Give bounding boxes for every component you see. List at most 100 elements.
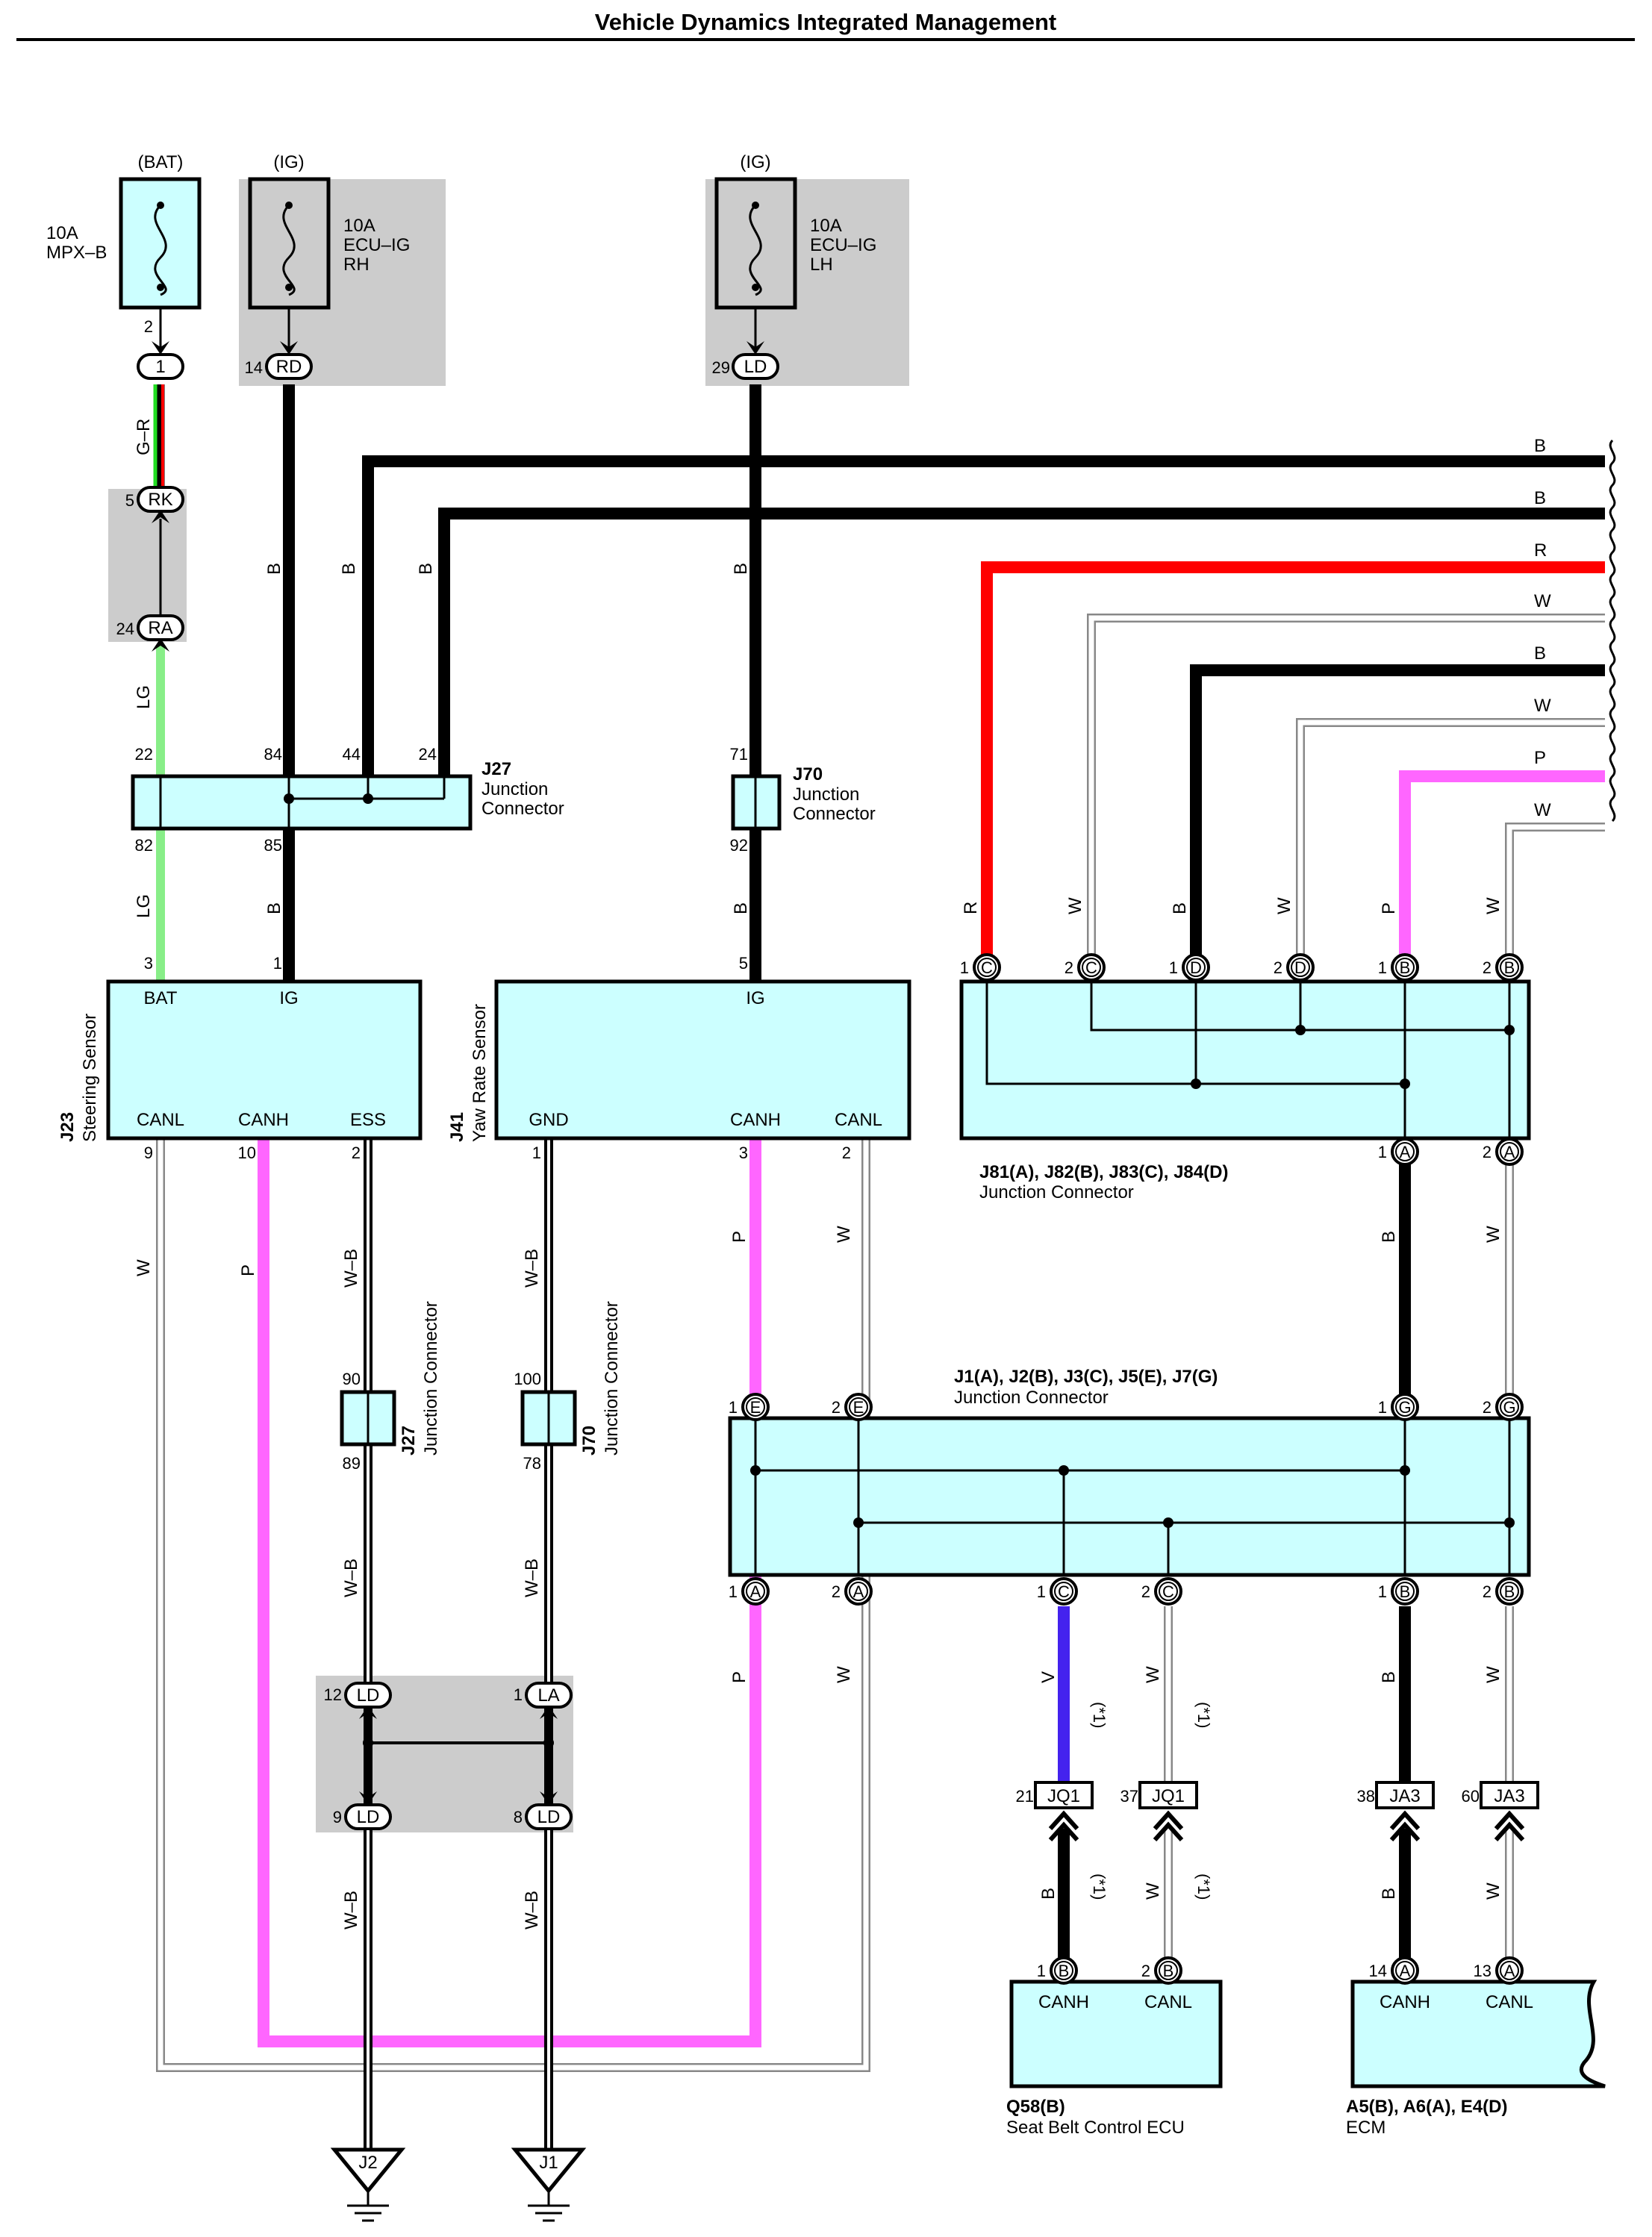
term-j1-a1: A xyxy=(741,1577,770,1606)
j81-junction-connector: J81(A), J82(B), J83(C), J84(D) Junction … xyxy=(959,979,1531,1202)
j41-yaw-rate-sensor: IG GND CANH CANL J41 Yaw Rate Sensor xyxy=(447,979,911,1142)
pin-2-a-j1: 2 xyxy=(832,1582,841,1601)
pin-1-b-j2: 1 xyxy=(1378,1582,1387,1601)
pin-24-ra: 24 xyxy=(116,620,134,638)
pin-29-ld: 29 xyxy=(712,358,730,377)
pill-rd: RD xyxy=(265,341,313,380)
pill-ld3-label: LD xyxy=(357,1807,380,1827)
j1-lower-labels: V (*1) W (*1) B W B (*1) W (*1) B W xyxy=(1038,1666,1503,1900)
term-j82-b1-label: B xyxy=(1400,958,1411,977)
wire-white-d2 xyxy=(1296,718,1605,963)
pin-24-j27: 24 xyxy=(419,745,437,764)
term-ecm-a13: A xyxy=(1495,1956,1524,1985)
term-j84-d2: D xyxy=(1286,953,1315,982)
j1-name: Junction Connector xyxy=(954,1388,1109,1408)
ground-j1: J1 xyxy=(511,2147,587,2222)
term-j82-b2: B xyxy=(1495,953,1524,982)
term-j83-c1-label: C xyxy=(981,958,993,977)
term-j7-g1-label: G xyxy=(1398,1398,1411,1417)
pin-1-c: 1 xyxy=(960,958,969,977)
wire-label-w-d2: W xyxy=(1274,897,1294,914)
pill-rk: RK xyxy=(137,486,184,523)
term-j2-b2-label: B xyxy=(1504,1582,1515,1601)
j41-pin-canh: CANH xyxy=(730,1110,781,1130)
term-j1-a2-label: A xyxy=(853,1582,864,1601)
pin-2-q58: 2 xyxy=(1141,1962,1150,1980)
fuse-lh-name: ECU–IG xyxy=(810,235,876,255)
ecm-component: CANH CANL A5(B), A6(A), E4(D) ECM xyxy=(1346,1979,1606,2138)
j27-id: J27 xyxy=(481,759,511,779)
term-j3-c1: C xyxy=(1050,1577,1078,1606)
pin-100-j70v: 100 xyxy=(514,1370,541,1388)
wire-pink-b1 xyxy=(1399,770,1605,963)
pin-1-c-j3: 1 xyxy=(1037,1582,1046,1601)
wire-label-r: R xyxy=(1534,540,1547,561)
term-q58-b2-label: B xyxy=(1163,1962,1174,1980)
j70v-id: J70 xyxy=(579,1426,599,1456)
pin-1-q58: 1 xyxy=(1037,1962,1046,1980)
pin-2-j41: 2 xyxy=(842,1144,851,1162)
j23-id: J23 xyxy=(57,1112,78,1142)
shade-box-ecu-lh xyxy=(705,179,909,386)
wire-label-b-j27: B xyxy=(264,902,284,914)
wire-label-wb-1: W–B xyxy=(341,1249,361,1288)
j23-pin-ig: IG xyxy=(279,988,298,1008)
pill-ld2-label: LD xyxy=(357,1685,380,1706)
pin-2-a: 2 xyxy=(1483,1143,1492,1161)
pin-37-jq1: 37 xyxy=(1120,1787,1138,1806)
term-q58-b2: B xyxy=(1154,1956,1182,1985)
conn-jq1-b: JQ1 xyxy=(1138,1781,1198,1842)
wire-label-lg2: LG xyxy=(134,894,154,918)
pin-71-j70: 71 xyxy=(730,745,748,764)
pin-3-j41: 3 xyxy=(739,1144,748,1162)
pill-ld-label: LD xyxy=(744,357,767,377)
fuse-mpx-amp: 10A xyxy=(46,223,78,243)
pin-2-d: 2 xyxy=(1274,958,1282,977)
conn-jq1-a-label: JQ1 xyxy=(1047,1786,1080,1806)
wire-label-b-44: B xyxy=(339,563,359,575)
pin-2-j23: 2 xyxy=(352,1144,361,1162)
j41-name: Yaw Rate Sensor xyxy=(470,1004,490,1142)
pin-1-j23: 1 xyxy=(273,954,282,973)
wire-label-w-j41: W xyxy=(834,1226,854,1243)
term-j3-c2-label: C xyxy=(1162,1582,1174,1601)
pin-14-rd: 14 xyxy=(245,358,263,377)
fuse-lh-side: LH xyxy=(810,255,833,275)
fuse-rh-name: ECU–IG xyxy=(343,235,410,255)
wire-label-b-rh: B xyxy=(264,563,284,575)
pill-ld3: LD xyxy=(344,1791,392,1830)
wire-label-v: V xyxy=(1038,1671,1059,1683)
term-j1-a1-label: A xyxy=(750,1582,761,1601)
term-j84-d1: D xyxy=(1182,953,1210,982)
fuse-rh-amp: 10A xyxy=(343,216,375,236)
pin-3-j23: 3 xyxy=(144,954,153,973)
pill-ld: LD xyxy=(732,341,779,380)
wire-label-w-ecm: W xyxy=(1483,1666,1503,1683)
ig2-label: (IG) xyxy=(740,152,770,172)
j23-pin-bat: BAT xyxy=(144,988,178,1008)
pin-8-ld: 8 xyxy=(514,1808,523,1826)
pin-9-ld: 9 xyxy=(333,1808,342,1826)
pin-1-a-j1: 1 xyxy=(729,1582,738,1601)
term-j3-c2: C xyxy=(1154,1577,1182,1606)
wire-label-gr: G–R xyxy=(134,419,154,455)
pill-ra: RA xyxy=(137,614,184,652)
term-j5-e1: E xyxy=(741,1393,770,1421)
pin-22-j27: 22 xyxy=(135,745,153,764)
q58-id: Q58(B) xyxy=(1006,2097,1065,2117)
pin-1-la: 1 xyxy=(514,1685,523,1704)
shade-box-ecu-rh xyxy=(239,179,446,386)
wire-label-p: P xyxy=(1534,748,1546,768)
term-j83-c2: C xyxy=(1077,953,1106,982)
pill-rk-label: RK xyxy=(148,490,172,510)
j41-pin-canl: CANL xyxy=(835,1110,882,1130)
term-j84-d1-label: D xyxy=(1190,958,1202,977)
wire-label-b-ecm: B xyxy=(1379,1671,1399,1683)
wire-label-b-24: B xyxy=(416,563,436,575)
ground-j2: J2 xyxy=(330,2147,406,2222)
term-j84-d2-label: D xyxy=(1294,958,1306,977)
wire-label-wb-6: W–B xyxy=(522,1891,542,1929)
pin-1-e: 1 xyxy=(729,1398,738,1417)
